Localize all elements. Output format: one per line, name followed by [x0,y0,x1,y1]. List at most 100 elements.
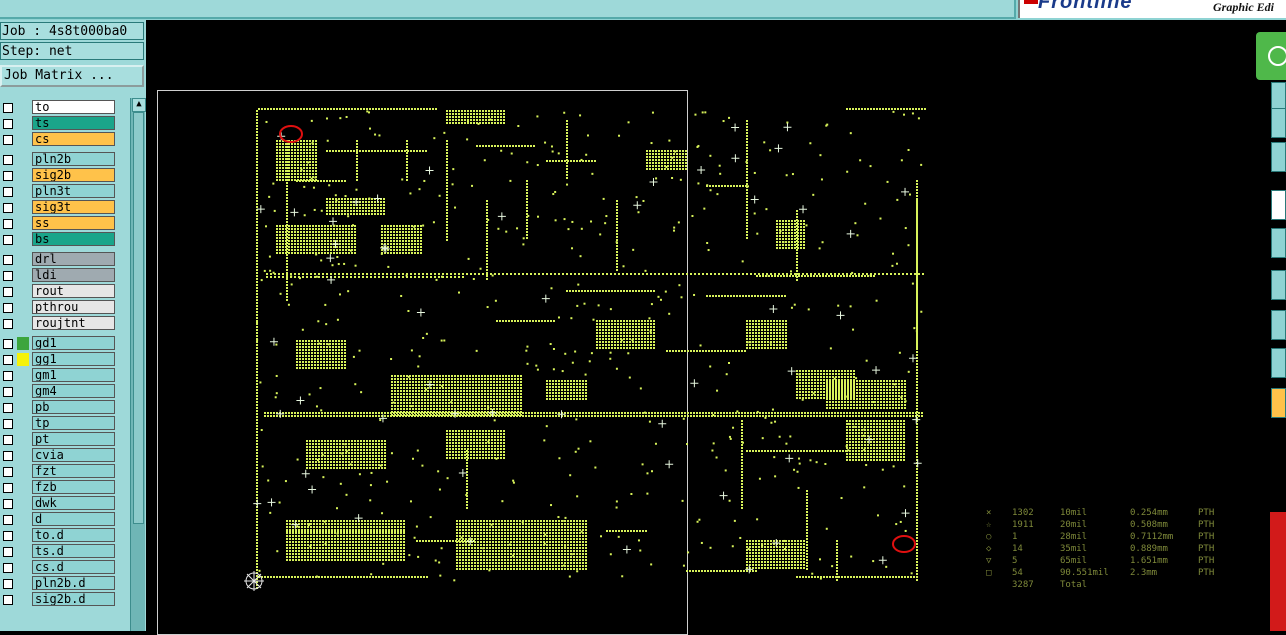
layer-row[interactable]: pt [0,432,118,447]
layer-name[interactable]: ts.d [32,544,115,558]
layer-row[interactable]: tp [0,416,118,431]
layer-row[interactable]: to.d [0,528,118,543]
layer-name[interactable]: dwk [32,496,115,510]
layer-checkbox[interactable] [3,135,13,145]
layer-name[interactable]: roujtnt [32,316,115,330]
layer-name[interactable]: sig2b [32,168,115,182]
layer-checkbox[interactable] [3,271,13,281]
layer-checkbox[interactable] [3,155,13,165]
layer-checkbox[interactable] [3,303,13,313]
layer-checkbox[interactable] [3,103,13,113]
layer-checkbox[interactable] [3,355,13,365]
layer-checkbox[interactable] [3,435,13,445]
layer-name[interactable]: gg1 [32,352,115,366]
layer-checkbox[interactable] [3,319,13,329]
layer-name[interactable]: pthrou [32,300,115,314]
layer-checkbox[interactable] [3,403,13,413]
layer-row[interactable]: pln2b [0,152,118,167]
layer-checkbox[interactable] [3,235,13,245]
layer-name[interactable]: cs [32,132,115,146]
layer-name[interactable]: pln2b.d [32,576,115,590]
layer-row[interactable]: to [0,100,118,115]
layer-checkbox[interactable] [3,499,13,509]
layer-checkbox[interactable] [3,419,13,429]
layer-name[interactable]: d [32,512,115,526]
layer-checkbox[interactable] [3,255,13,265]
layer-checkbox[interactable] [3,531,13,541]
layer-name[interactable]: ss [32,216,115,230]
layer-row[interactable]: ss [0,216,118,231]
layer-row[interactable]: pln3t [0,184,118,199]
layer-name[interactable]: sig3t [32,200,115,214]
layer-checkbox[interactable] [3,339,13,349]
layer-name[interactable]: rout [32,284,115,298]
layer-name[interactable]: gm4 [32,384,115,398]
layer-name[interactable]: cs.d [32,560,115,574]
layer-row[interactable]: dwk [0,496,118,511]
tool-button-5[interactable] [1271,228,1286,258]
layer-checkbox[interactable] [3,203,13,213]
scrollbar-thumb[interactable] [133,112,144,524]
layer-row[interactable]: sig2b [0,168,118,183]
layer-row[interactable]: fzb [0,480,118,495]
layer-row[interactable]: rout [0,284,118,299]
layer-name[interactable]: to [32,100,115,114]
layer-checkbox[interactable] [3,219,13,229]
layer-row[interactable]: ts.d [0,544,118,559]
layer-row[interactable]: roujtnt [0,316,118,331]
layer-row[interactable]: ldi [0,268,118,283]
layer-row[interactable]: drl [0,252,118,267]
layer-checkbox[interactable] [3,483,13,493]
layer-checkbox[interactable] [3,287,13,297]
layer-row[interactable]: gm1 [0,368,118,383]
layer-row[interactable]: cs.d [0,560,118,575]
layer-row[interactable]: cs [0,132,118,147]
layer-name[interactable]: drl [32,252,115,266]
layer-row[interactable]: d [0,512,118,527]
layer-checkbox[interactable] [3,515,13,525]
layer-row[interactable]: gm4 [0,384,118,399]
layer-row[interactable]: pln2b.d [0,576,118,591]
layer-checkbox[interactable] [3,171,13,181]
layer-name[interactable]: sig2b.d [32,592,115,606]
job-matrix-button[interactable]: Job Matrix ... [0,65,144,87]
tool-button-2[interactable] [1271,108,1286,138]
layer-name[interactable]: pln3t [32,184,115,198]
layer-name[interactable]: gd1 [32,336,115,350]
layer-row[interactable]: sig3t [0,200,118,215]
layer-name[interactable]: fzb [32,480,115,494]
command-field[interactable] [0,0,1016,19]
layer-name[interactable]: ts [32,116,115,130]
layer-checkbox[interactable] [3,119,13,129]
layer-name[interactable]: tp [32,416,115,430]
layer-row[interactable]: sig2b.d [0,592,118,607]
layer-list-scrollbar[interactable]: ▲ [130,98,145,631]
layer-row[interactable]: cvia [0,448,118,463]
layer-checkbox[interactable] [3,563,13,573]
layer-checkbox[interactable] [3,371,13,381]
layer-name[interactable]: to.d [32,528,115,542]
layer-checkbox[interactable] [3,547,13,557]
tool-button-7[interactable] [1271,310,1286,340]
layer-name[interactable]: pb [32,400,115,414]
layer-name[interactable]: pt [32,432,115,446]
layer-row[interactable]: fzt [0,464,118,479]
layer-checkbox[interactable] [3,467,13,477]
tool-button-9[interactable] [1271,388,1286,418]
layer-name[interactable]: pln2b [32,152,115,166]
layer-checkbox[interactable] [3,579,13,589]
layer-checkbox[interactable] [3,451,13,461]
scroll-up-icon[interactable]: ▲ [132,98,146,112]
layer-name[interactable]: gm1 [32,368,115,382]
layer-name[interactable]: ldi [32,268,115,282]
layer-row[interactable]: ts [0,116,118,131]
layer-row[interactable]: pb [0,400,118,415]
tool-button-6[interactable] [1271,270,1286,300]
layer-row[interactable]: gg1 [0,352,118,367]
layer-row[interactable]: gd1 [0,336,118,351]
layer-name[interactable]: fzt [32,464,115,478]
tool-button-3[interactable] [1271,142,1286,172]
layer-checkbox[interactable] [3,187,13,197]
tool-button-4[interactable] [1271,190,1286,220]
